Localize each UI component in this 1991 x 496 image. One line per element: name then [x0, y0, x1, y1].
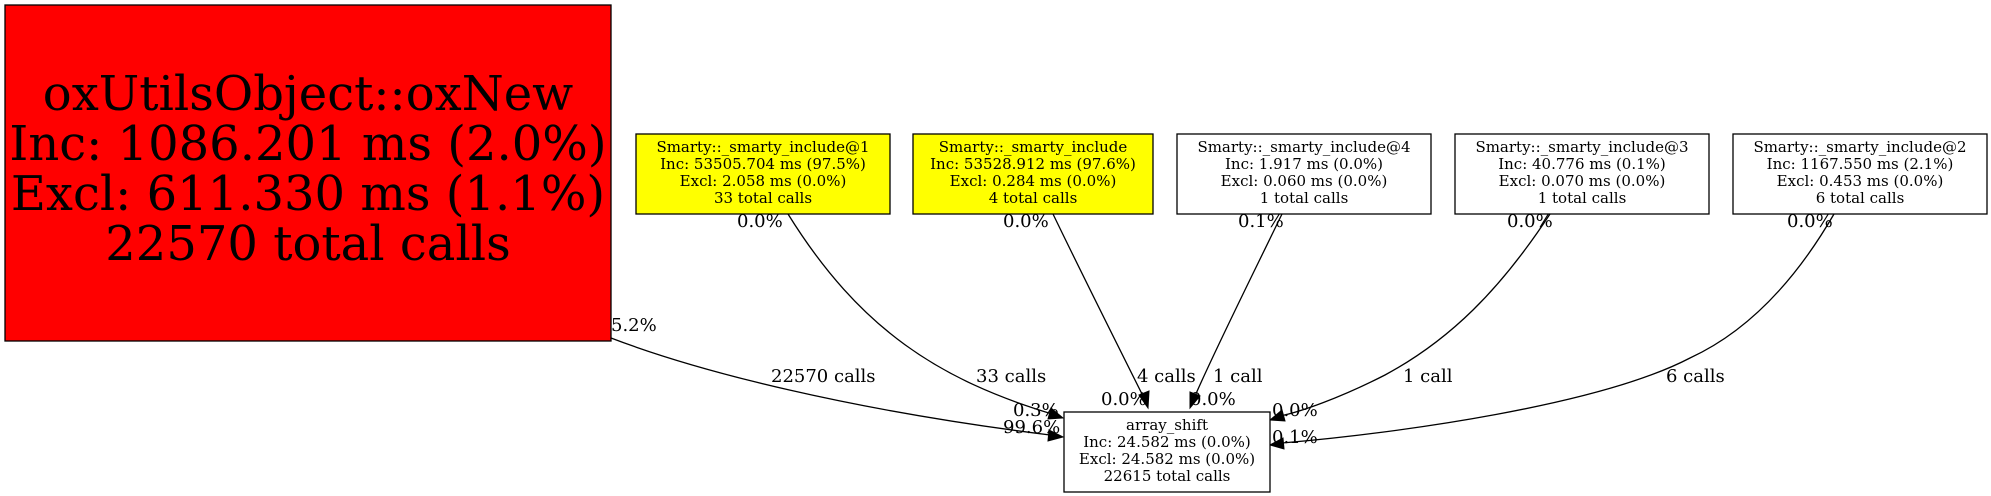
edge-include3-to-array-shift[interactable]: 0.0% 1 call 0.0% — [1268, 211, 1553, 422]
edge-include4-to-array-shift[interactable]: 0.1% 1 call 0.0% — [1189, 211, 1284, 410]
node-inclusive: Inc: 24.582 ms (0.0%) — [1083, 433, 1251, 451]
node-smarty-include-2[interactable]: Smarty::_smarty_include@2 Inc: 1167.550 … — [1732, 133, 1988, 215]
edge-calls-label: 1 call — [1403, 366, 1453, 387]
arrowhead — [1189, 391, 1201, 410]
node-exclusive: Excl: 0.453 ms (0.0%) — [1777, 172, 1944, 190]
node-box — [4, 4, 612, 342]
node-box — [1176, 133, 1432, 215]
node-smarty-include[interactable]: Smarty::_smarty_include Inc: 53528.912 m… — [912, 133, 1154, 215]
node-box — [912, 133, 1154, 215]
edge-head-label: 0.0% — [1101, 389, 1147, 410]
node-array-shift[interactable]: array_shift Inc: 24.582 ms (0.0%) Excl: … — [1063, 411, 1271, 493]
node-box — [1454, 133, 1710, 215]
edge-calls-label: 6 calls — [1666, 366, 1725, 387]
edge-include1-to-array-shift[interactable]: 0.0% 33 calls 0.3% — [737, 211, 1065, 421]
edge-tail-label: 5.2% — [611, 315, 657, 336]
node-title: Smarty::_smarty_include@1 — [656, 138, 869, 156]
node-exclusive: Excl: 24.582 ms (0.0%) — [1079, 450, 1255, 468]
node-exclusive: Excl: 0.070 ms (0.0%) — [1499, 172, 1666, 190]
edge-calls-label: 22570 calls — [771, 366, 876, 387]
arrowhead — [1047, 407, 1065, 420]
arrowhead — [1047, 429, 1065, 442]
node-inclusive: Inc: 1167.550 ms (2.1%) — [1767, 155, 1954, 173]
edge-head-label: 0.1% — [1272, 427, 1318, 448]
node-inclusive: Inc: 1.917 ms (0.0%) — [1225, 155, 1383, 173]
node-title: Smarty::_smarty_include@4 — [1197, 138, 1410, 156]
node-title: Smarty::_smarty_include@3 — [1475, 138, 1688, 156]
node-title: Smarty::_smarty_include — [939, 138, 1128, 156]
edge-tail-label: 0.0% — [1787, 211, 1833, 232]
edge-head-label: 0.0% — [1190, 389, 1236, 410]
node-oxutilsobject-oxnew[interactable]: oxUtilsObject::oxNew Inc: 1086.201 ms (2… — [4, 4, 612, 342]
node-smarty-include-1[interactable]: Smarty::_smarty_include@1 Inc: 53505.704… — [635, 133, 891, 215]
arrowhead — [1138, 390, 1150, 410]
edge-oxnew-to-array-shift[interactable]: 5.2% 22570 calls 99.6% — [610, 315, 1065, 442]
node-calls: 22570 total calls — [105, 216, 511, 272]
edge-include-to-array-shift[interactable]: 0.0% 4 calls 0.0% — [1003, 211, 1196, 410]
node-calls: 6 total calls — [1816, 189, 1905, 207]
edge-head-label: 0.0% — [1272, 400, 1318, 421]
edge-calls-label: 4 calls — [1137, 366, 1196, 387]
edge-head-label: 99.6% — [1003, 417, 1060, 438]
arrowhead — [1268, 409, 1286, 422]
arrowhead — [1268, 437, 1285, 450]
edge-tail-label: 0.0% — [1003, 211, 1049, 232]
node-title: oxUtilsObject::oxNew — [43, 66, 573, 122]
node-inclusive: Inc: 53528.912 ms (97.6%) — [930, 155, 1136, 173]
node-calls: 22615 total calls — [1104, 467, 1231, 485]
node-title: array_shift — [1126, 416, 1208, 434]
node-exclusive: Excl: 0.060 ms (0.0%) — [1221, 172, 1388, 190]
node-exclusive: Excl: 2.058 ms (0.0%) — [680, 172, 847, 190]
node-box — [1732, 133, 1988, 215]
node-calls: 4 total calls — [989, 189, 1078, 207]
edge-tail-label: 0.1% — [1238, 211, 1284, 232]
node-inclusive: Inc: 40.776 ms (0.1%) — [1498, 155, 1666, 173]
edge-include2-to-array-shift[interactable]: 0.0% 6 calls 0.1% — [1268, 211, 1835, 450]
node-box — [1063, 411, 1271, 493]
node-box — [635, 133, 891, 215]
node-inclusive: Inc: 1086.201 ms (2.0%) — [9, 116, 606, 172]
node-smarty-include-4[interactable]: Smarty::_smarty_include@4 Inc: 1.917 ms … — [1176, 133, 1432, 215]
node-exclusive: Excl: 0.284 ms (0.0%) — [950, 172, 1117, 190]
node-calls: 1 total calls — [1538, 189, 1627, 207]
edge-tail-label: 0.0% — [1507, 211, 1553, 232]
node-exclusive: Excl: 611.330 ms (1.1%) — [11, 166, 605, 222]
node-inclusive: Inc: 53505.704 ms (97.5%) — [660, 155, 866, 173]
edge-head-label: 0.3% — [1013, 400, 1059, 421]
node-title: Smarty::_smarty_include@2 — [1753, 138, 1966, 156]
node-smarty-include-3[interactable]: Smarty::_smarty_include@3 Inc: 40.776 ms… — [1454, 133, 1710, 215]
edge-calls-label: 33 calls — [976, 366, 1046, 387]
edge-calls-label: 1 call — [1213, 366, 1263, 387]
node-calls: 33 total calls — [714, 189, 812, 207]
edge-tail-label: 0.0% — [737, 211, 783, 232]
node-calls: 1 total calls — [1260, 189, 1349, 207]
